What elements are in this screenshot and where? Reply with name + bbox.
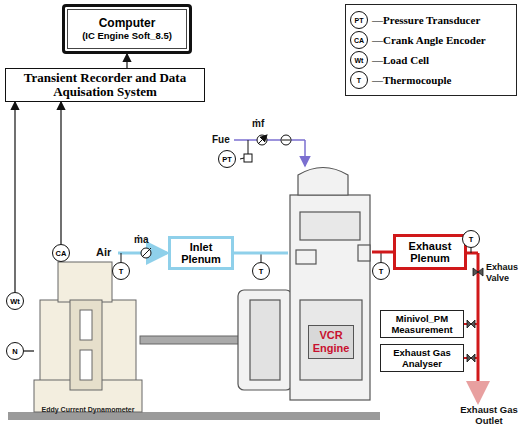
- exhaust-pipe: [464, 248, 483, 402]
- node-text: T: [119, 267, 124, 276]
- legend-entry: T —Thermocouple: [350, 70, 512, 90]
- legend-text: —Pressure Transducer: [372, 14, 480, 26]
- node-text: Wt: [10, 297, 20, 306]
- connector: [234, 252, 288, 255]
- node-text: N: [12, 347, 17, 356]
- fuel-label: Fue: [212, 134, 230, 145]
- node-text: CA: [56, 249, 67, 258]
- exhaust-plenum-box: Exhaust Plenum: [393, 234, 467, 270]
- computer-monitor: Computer(IC Engine Soft_8.5): [62, 4, 192, 54]
- node-text: Inlet Plenum: [175, 241, 227, 265]
- legend-symbol: CA: [350, 31, 368, 49]
- node-text: VCR Engine: [308, 325, 354, 359]
- flow-label: ṁa: [134, 234, 148, 245]
- node-text: T: [259, 267, 264, 276]
- symbol-text: CA: [354, 37, 364, 44]
- legend-symbol: PT: [350, 11, 368, 29]
- node-text: Eddy Current Dynamometer: [34, 406, 142, 413]
- legend-entry: Wt —Load Cell: [350, 50, 512, 70]
- node-text: T: [469, 235, 474, 244]
- legend-text: —Load Cell: [372, 54, 429, 66]
- pressure-transducer: PT: [218, 150, 236, 168]
- fuel-line: [234, 135, 305, 166]
- thermocouple: T: [372, 262, 390, 280]
- legend-box: PT —Pressure TransducerCA —Crank Angle Enc…: [345, 4, 517, 96]
- analyser-box: Exhaust Gas Analyser: [380, 344, 464, 372]
- dynamometer: Eddy Current Dynamometer: [34, 262, 142, 414]
- node-text: PT: [222, 155, 232, 164]
- legend-entry: PT —Pressure Transducer: [350, 10, 512, 30]
- ground-bar: [8, 412, 380, 420]
- node-text: Exhaust Plenum: [400, 240, 460, 264]
- speed-sensor: N: [6, 342, 24, 360]
- crank-angle-sensor: CA: [52, 244, 70, 262]
- connector: [24, 350, 34, 351]
- flow-label: ṁf: [252, 118, 264, 129]
- thermocouple: T: [462, 230, 480, 248]
- shaft: [140, 336, 242, 344]
- recorder-box: Transient Recorder and Data Aquisation S…: [5, 68, 205, 102]
- legend-symbol: T: [350, 71, 368, 89]
- thermocouple: T: [112, 262, 130, 280]
- air-label: Air: [96, 246, 111, 258]
- measurement-box: Minivol_PM Measurement: [380, 310, 464, 338]
- thermocouple: T: [252, 262, 270, 280]
- node-text: (IC Engine Soft_8.5): [82, 30, 172, 42]
- symbol-text: PT: [355, 17, 364, 24]
- node-text: Transient Recorder and Data Aquisation S…: [10, 71, 200, 99]
- engine-body: VCR Engine: [288, 165, 372, 400]
- node-text: Computer: [99, 16, 156, 30]
- legend-entry: CA —Crank Angle Encoder: [350, 30, 512, 50]
- load-cell-sensor: Wt: [6, 292, 24, 310]
- symbol-text: T: [357, 77, 361, 84]
- legend-text: —Crank Angle Encoder: [372, 34, 486, 46]
- node-text: Minivol_PM Measurement: [385, 313, 459, 335]
- connector: [14, 102, 15, 292]
- connector: [126, 54, 127, 68]
- legend-text: —Thermocouple: [372, 74, 451, 86]
- air-line: [118, 248, 381, 262]
- node-text: Exhaust Gas Analyser: [385, 347, 459, 369]
- legend-symbol: Wt: [350, 51, 368, 69]
- connector: [372, 251, 393, 254]
- node-text: T: [379, 267, 384, 276]
- dynamometer-body: [34, 262, 142, 412]
- symbol-text: Wt: [355, 57, 364, 64]
- inlet-plenum-box: Inlet Plenum: [168, 236, 234, 270]
- connector: [60, 102, 61, 244]
- outlet-label: Exhaust Gas Outlet: [460, 404, 518, 426]
- engine-illustration: [238, 168, 370, 401]
- valve-label: Exhaus Valve: [486, 262, 520, 284]
